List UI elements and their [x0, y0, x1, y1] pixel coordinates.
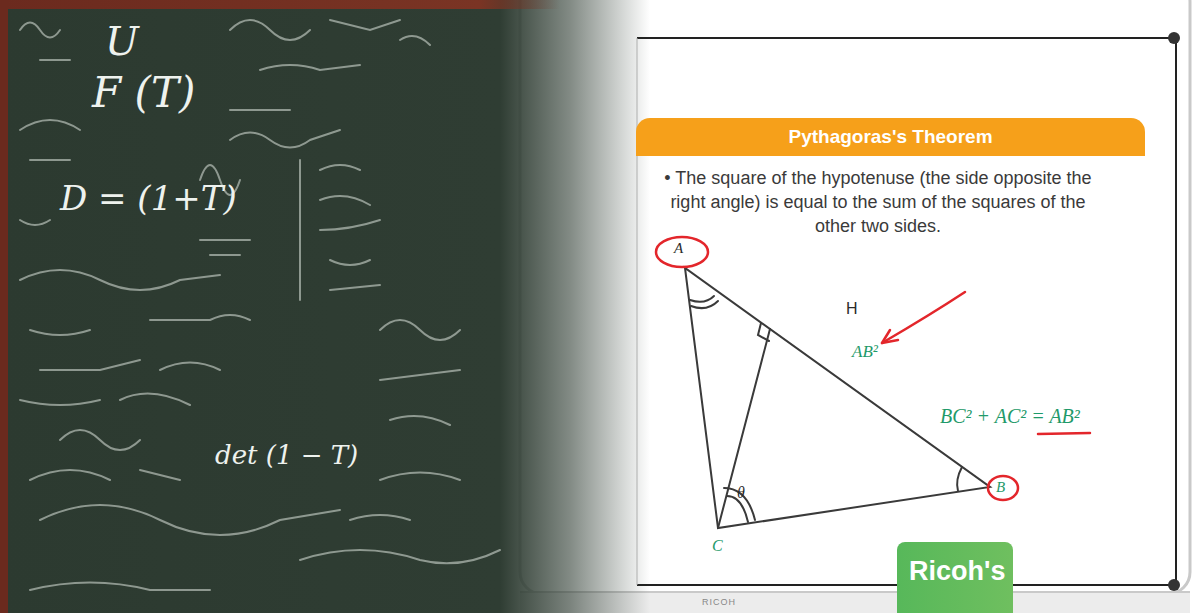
- chalk-formula: U: [105, 18, 139, 64]
- node-text: Pythagoras's Theorem: [636, 118, 1145, 156]
- theorem-text: • The square of the hypotenuse (the side…: [660, 166, 1096, 238]
- chalk-formula: det (1 − T): [215, 440, 358, 470]
- side-label: H: [846, 300, 858, 318]
- vertex-label: B: [996, 479, 1005, 496]
- chalkboard-frame: [0, 0, 8, 613]
- brand-box: Ricoh's: [897, 542, 1013, 613]
- title-band: Pythagoras's Theorem: [636, 118, 1145, 156]
- brand-mark: RICOH: [702, 597, 736, 607]
- chalk-formula: D = (1+T): [60, 178, 237, 218]
- angle-label: θ: [737, 484, 745, 502]
- handwritten-note: AB²: [852, 342, 878, 362]
- handwritten-equation: BC² + AC² = AB²: [940, 404, 1080, 428]
- chalk-formula: F (T): [92, 68, 195, 117]
- vertex-label: A: [674, 240, 683, 257]
- chalkboard-frame: [0, 0, 560, 9]
- vertex-label: C: [712, 537, 723, 555]
- node-text: Ricoh's: [909, 556, 1013, 587]
